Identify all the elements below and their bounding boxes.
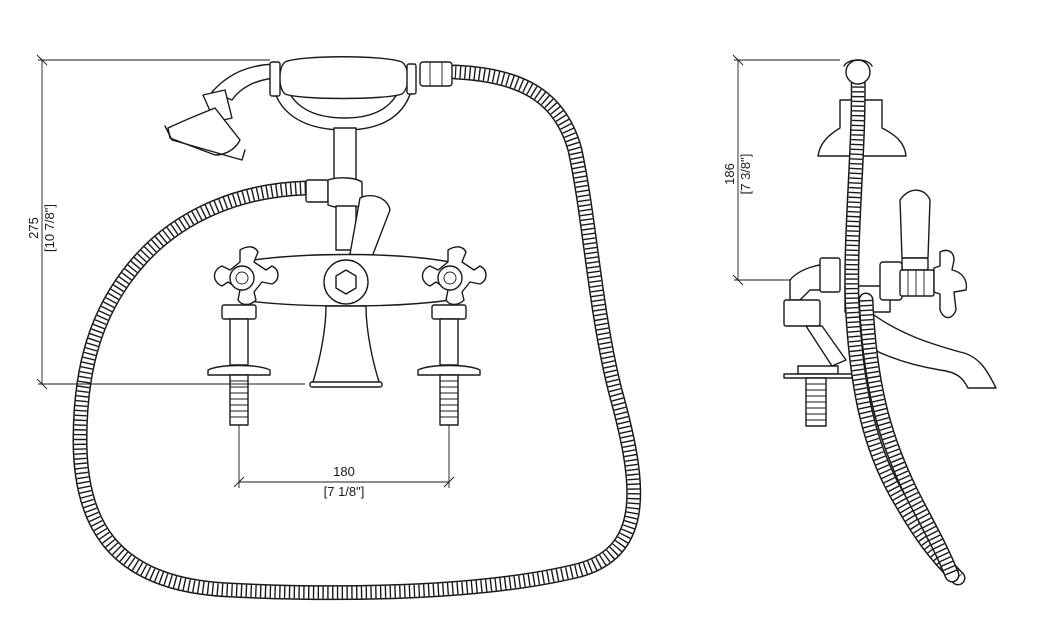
right-thread <box>440 380 458 418</box>
front-hose <box>72 64 642 601</box>
side-hose <box>843 59 966 586</box>
left-cross-handle <box>207 246 279 426</box>
dimension-spout-spacing: 180 [7 1/8"] <box>233 425 455 499</box>
right-cross-handle <box>417 246 487 426</box>
dimension-side-height-imperial: [7 3/8"] <box>738 154 753 195</box>
dimension-height-total: 275 [10 7/8"] <box>26 54 305 390</box>
side-base <box>783 263 853 427</box>
side-lever <box>819 189 968 319</box>
hand-shower <box>164 56 453 161</box>
dimension-side-height-value: 186 <box>722 163 737 185</box>
side-view: 186 [7 3/8"] <box>722 54 997 586</box>
left-thread <box>230 380 248 418</box>
dimension-spout-spacing-value: 180 <box>333 464 355 479</box>
front-view: 275 [10 7/8"] 180 [7 1/8"] <box>26 54 642 601</box>
dimension-height-total-imperial: [10 7/8"] <box>42 204 57 252</box>
dimension-height-total-value: 275 <box>26 217 41 239</box>
dimension-spout-spacing-imperial: [7 1/8"] <box>324 484 365 499</box>
mixer-body <box>239 127 451 388</box>
dimension-side-height: 186 [7 3/8"] <box>722 54 840 286</box>
